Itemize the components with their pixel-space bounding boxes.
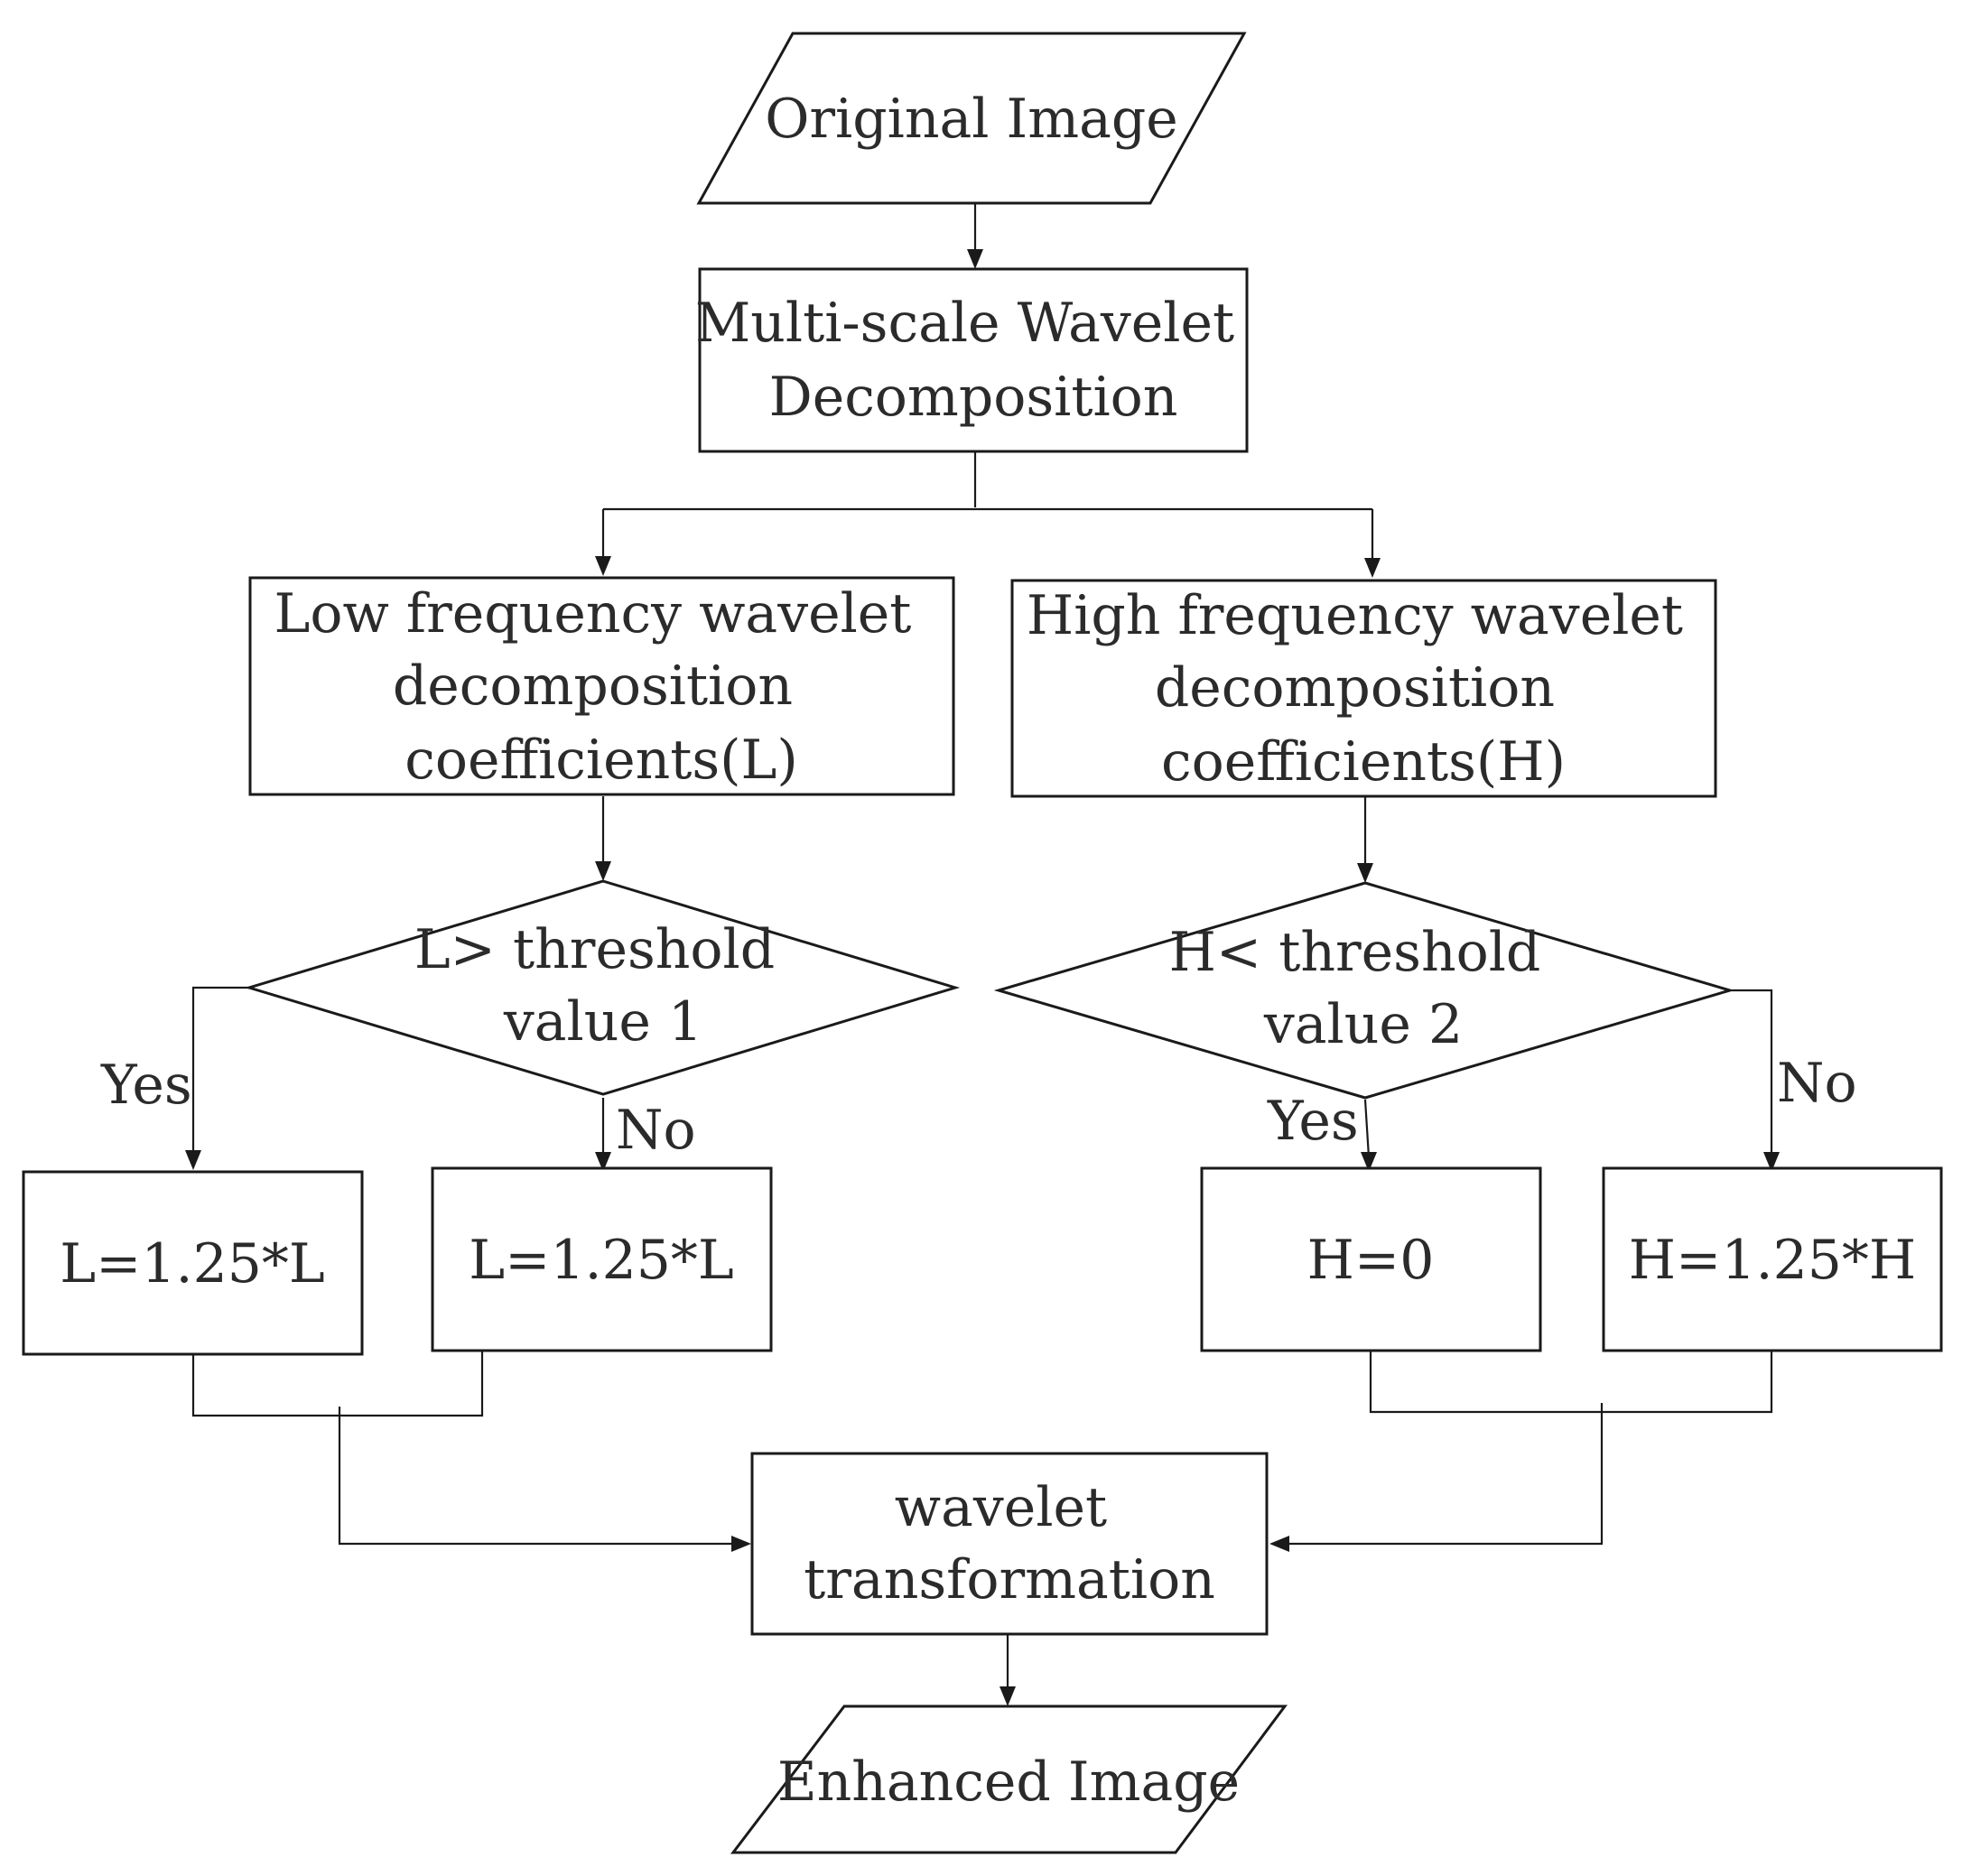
arrowhead-icon: [1763, 1152, 1780, 1172]
low-yes-node: L=1.25*L: [22, 1170, 364, 1356]
decomposition-label: Multi-scale Wavelet Decomposition: [695, 292, 1251, 429]
low-frequency-box: [248, 576, 955, 796]
arrowhead-icon: [1357, 863, 1373, 883]
arrowhead-icon: [1364, 558, 1381, 578]
high-yes-label: H=0: [1307, 1229, 1435, 1292]
high-frequency-label: High frequency wavelet decomposition coe…: [1027, 584, 1700, 794]
low-yes-label: L=1.25*L: [60, 1232, 325, 1296]
low-frequency-label: Low frequency wavelet decomposition coef…: [274, 582, 929, 792]
connector-low-yes: [191, 986, 249, 1156]
arrowhead-icon: [731, 1536, 751, 1552]
connector-high-yes: [1363, 1099, 1371, 1158]
high-decision-label: H< threshold value 2: [1169, 921, 1558, 1056]
high-yes-node: H=0: [1200, 1166, 1542, 1352]
low-no-label: L=1.25*L: [469, 1229, 734, 1292]
arrowheads: [185, 249, 1780, 1706]
edge-label-low-no: No: [616, 1099, 696, 1162]
connector-right-merge: [1284, 1351, 1773, 1546]
arrowhead-icon: [1000, 1686, 1016, 1706]
arrowhead-icon: [1361, 1152, 1377, 1172]
low-decision-label: L> threshold value 1: [414, 918, 792, 1054]
high-decision-diamond: [993, 881, 1735, 1100]
original-image-label: Original Image: [765, 88, 1178, 151]
connector-left-merge: [191, 1351, 737, 1546]
arrowhead-icon: [1269, 1536, 1289, 1552]
edge-labels: Yes No Yes No: [100, 1052, 1857, 1162]
high-decision-node: H< threshold value 2: [993, 881, 1735, 1100]
arrowhead-icon: [595, 556, 611, 576]
transform-node: wavelet transformation: [750, 1452, 1269, 1636]
low-decision-diamond: [244, 879, 961, 1096]
connectors: [191, 203, 1773, 1692]
edge-label-high-no: No: [1777, 1052, 1857, 1115]
high-frequency-box: [1010, 579, 1717, 798]
low-no-node: L=1.25*L: [431, 1166, 773, 1352]
enhanced-image-node: Enhanced Image: [730, 1704, 1288, 1854]
high-frequency-node: High frequency wavelet decomposition coe…: [1010, 579, 1717, 798]
edge-label-low-yes: Yes: [100, 1054, 192, 1117]
connector-decomp-split: [601, 451, 1374, 563]
high-no-label: H=1.25*H: [1629, 1229, 1917, 1292]
high-no-box: [1602, 1166, 1943, 1352]
transform-label: wavelet transformation: [804, 1476, 1215, 1611]
arrowhead-icon: [595, 1152, 611, 1172]
original-image-node: Original Image: [696, 32, 1247, 205]
high-no-node: H=1.25*H: [1602, 1166, 1943, 1352]
enhanced-image-parallelogram: [730, 1704, 1288, 1854]
arrowhead-icon: [185, 1150, 201, 1170]
edge-label-high-yes: Yes: [1267, 1090, 1359, 1153]
low-decision-node: L> threshold value 1: [244, 879, 961, 1096]
original-image-parallelogram: [696, 32, 1247, 205]
connector-high-no: [1732, 989, 1773, 1157]
low-frequency-node: Low frequency wavelet decomposition coef…: [248, 576, 955, 796]
high-yes-box: [1200, 1166, 1542, 1352]
low-yes-box: [22, 1170, 364, 1356]
decomposition-node: Multi-scale Wavelet Decomposition: [695, 267, 1251, 453]
low-no-box: [431, 1166, 773, 1352]
enhanced-image-label: Enhanced Image: [777, 1751, 1240, 1814]
decomposition-box: [698, 267, 1249, 453]
arrowhead-icon: [967, 249, 983, 269]
arrowhead-icon: [595, 861, 611, 881]
transform-box: [750, 1452, 1269, 1636]
